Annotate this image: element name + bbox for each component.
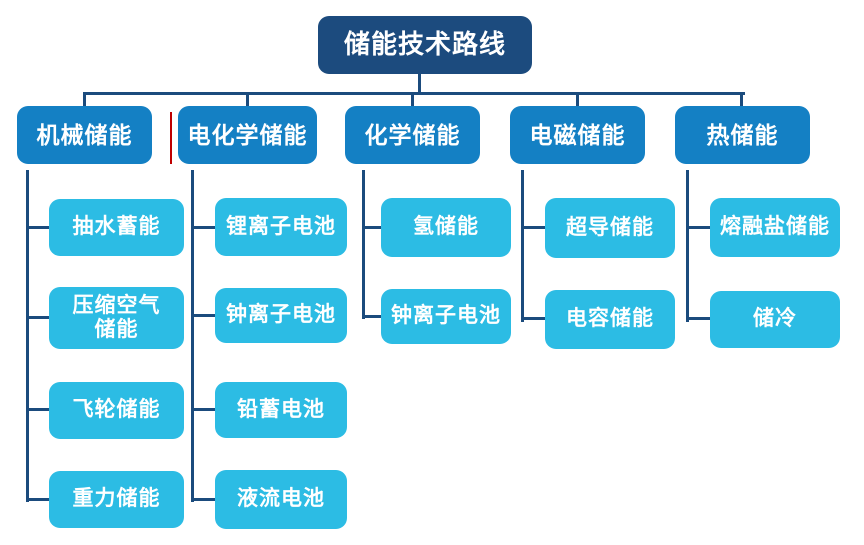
connector-rail-thermal [686, 170, 689, 322]
branch-chemical-storage: 化学储能 [345, 106, 480, 164]
connector-main-horizontal [83, 92, 745, 95]
branch-electromagnetic-storage: 电磁储能 [510, 106, 645, 164]
leaf-zhong-ion-battery: 钟离子电池 [215, 288, 347, 343]
connector-stub [26, 316, 49, 319]
leaf-cold-storage: 储冷 [710, 291, 840, 348]
connector-stub [521, 317, 545, 320]
connector-drop [411, 92, 414, 107]
connector-stub [362, 226, 381, 229]
connector-stub [26, 226, 49, 229]
branch-mechanical-storage: 机械储能 [17, 106, 152, 164]
connector-drop [83, 92, 86, 107]
connector-stub [191, 408, 215, 411]
connector-root-stub [418, 74, 421, 93]
connector-drop [740, 92, 743, 107]
leaf-flow-battery: 液流电池 [215, 470, 347, 529]
connector-drop [576, 92, 579, 107]
connector-stub [362, 315, 381, 318]
leaf-capacitor-storage: 电容储能 [545, 290, 675, 349]
root-node-energy-storage-routes: 储能技术路线 [318, 16, 532, 74]
leaf-zhong-ion-battery-2: 钟离子电池 [381, 289, 511, 344]
leaf-compressed-air-storage: 压缩空气 储能 [49, 287, 184, 349]
connector-rail-electromagnetic [521, 170, 524, 322]
connector-stub [191, 498, 215, 501]
leaf-hydrogen-storage: 氢储能 [381, 198, 511, 257]
leaf-gravity-storage: 重力储能 [49, 471, 184, 528]
connector-stub [26, 498, 49, 501]
leaf-pumped-hydro-storage: 抽水蓄能 [49, 199, 184, 256]
connector-stub [26, 408, 49, 411]
connector-stub [191, 226, 215, 229]
connector-rail-chemical [362, 170, 365, 319]
connector-stub [191, 314, 215, 317]
branch-thermal-storage: 热储能 [675, 106, 810, 164]
connector-rail-mechanical [26, 170, 29, 502]
leaf-lithium-ion-battery: 锂离子电池 [215, 198, 347, 256]
connector-stub [686, 226, 710, 229]
leaf-lead-acid-battery: 铅蓄电池 [215, 382, 347, 438]
branch-electrochemical-storage: 电化学储能 [178, 106, 317, 164]
connector-drop [246, 92, 249, 107]
leaf-flywheel-storage: 飞轮储能 [49, 382, 184, 439]
connector-stub [686, 317, 710, 320]
connector-rail-electrochemical [191, 170, 194, 502]
connector-stub [521, 226, 545, 229]
red-artifact-line [170, 112, 172, 164]
leaf-molten-salt-storage: 熔融盐储能 [710, 198, 840, 257]
leaf-superconducting-storage: 超导储能 [545, 198, 675, 258]
